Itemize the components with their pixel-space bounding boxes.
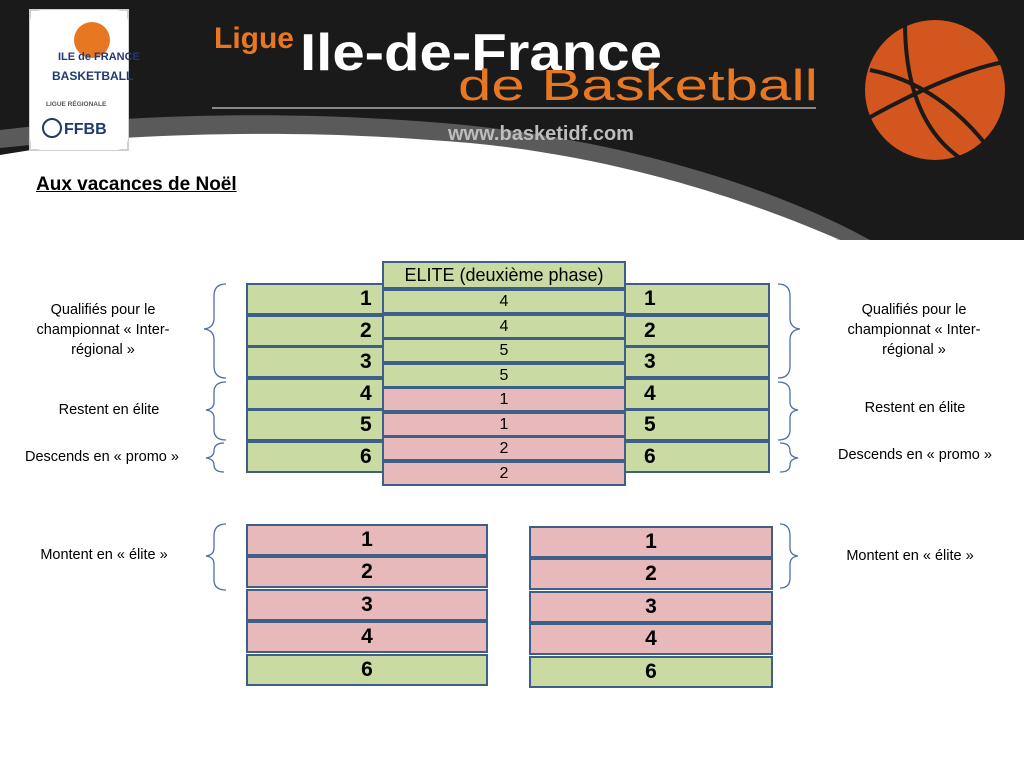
elite-header: ELITE (deuxième phase) <box>382 261 626 289</box>
top-right-rank-4: 4 <box>612 377 770 410</box>
elite-rank-7: 2 <box>382 436 626 461</box>
top-right-rank-5: 5 <box>612 409 770 442</box>
website-url: www.basketidf.com <box>447 123 634 145</box>
elite-rank-5: 1 <box>382 387 626 412</box>
note-bottom-right-up: Montent en « élite » <box>846 548 974 564</box>
brace-right-qualified <box>777 283 801 379</box>
logo-ffbb: FFBB <box>64 121 107 138</box>
elite-rank-8: 2 <box>382 460 626 486</box>
brace-left-down <box>205 442 225 473</box>
header-banner: ILE de FRANCE BASKETBALL LIGUE RÉGIONALE… <box>0 0 1024 240</box>
elite-rank-3: 5 <box>382 338 626 363</box>
elite-rank-4: 5 <box>382 362 626 388</box>
top-right-rank-6: 6 <box>612 441 770 473</box>
page-title: Aux vacances de Noël <box>36 174 237 195</box>
note-left-down: Descends en « promo » <box>25 449 179 465</box>
note-right-qualified: Qualifiés pour le championnat « Inter-ré… <box>847 302 981 358</box>
bottom-right-rank-2: 2 <box>529 558 773 591</box>
top-right-rank-1: 1 <box>612 283 770 315</box>
top-right-rank-2: 2 <box>612 314 770 347</box>
note-bottom-left-up: Montent en « élite » <box>40 547 168 563</box>
brace-left-stay <box>205 381 227 441</box>
bottom-left-rank-1: 1 <box>246 524 488 556</box>
bottom-left-rank-2: 2 <box>246 556 488 589</box>
brace-bottom-right-up <box>779 523 799 589</box>
brace-right-stay <box>777 381 799 441</box>
logo-sub: LIGUE RÉGIONALE <box>46 99 107 108</box>
note-left-stay: Restent en élite <box>58 402 160 418</box>
de-basketball-word: de Basketball <box>458 61 818 110</box>
bottom-left-rank-5: 6 <box>246 653 488 686</box>
note-left-qualified: Qualifiés pour le championnat « Inter-ré… <box>36 302 170 358</box>
ligue-word: Ligue <box>214 22 294 55</box>
bottom-right-rank-3: 3 <box>529 590 773 623</box>
elite-rank-2: 4 <box>382 313 626 339</box>
logo-line-2: BASKETBALL <box>52 69 133 83</box>
bottom-left-rank-3: 3 <box>246 588 488 621</box>
ile-de-france-word: Ile-de-France <box>300 24 662 82</box>
brace-bottom-left-up <box>205 523 227 591</box>
brace-left-qualified <box>203 283 227 379</box>
note-right-stay: Restent en élite <box>864 400 966 416</box>
note-right-down: Descends en « promo » <box>838 447 992 463</box>
elite-rank-6: 1 <box>382 411 626 437</box>
bottom-right-rank-1: 1 <box>529 526 773 558</box>
bottom-right-rank-4: 4 <box>529 623 773 656</box>
ligue-logo: ILE de FRANCE BASKETBALL LIGUE RÉGIONALE… <box>29 9 140 151</box>
bottom-right-rank-5: 6 <box>529 655 773 688</box>
brace-right-down <box>779 442 799 473</box>
elite-rank-1: 4 <box>382 289 626 314</box>
bottom-left-rank-4: 4 <box>246 621 488 654</box>
logo-line-1: ILE de FRANCE <box>58 51 140 63</box>
